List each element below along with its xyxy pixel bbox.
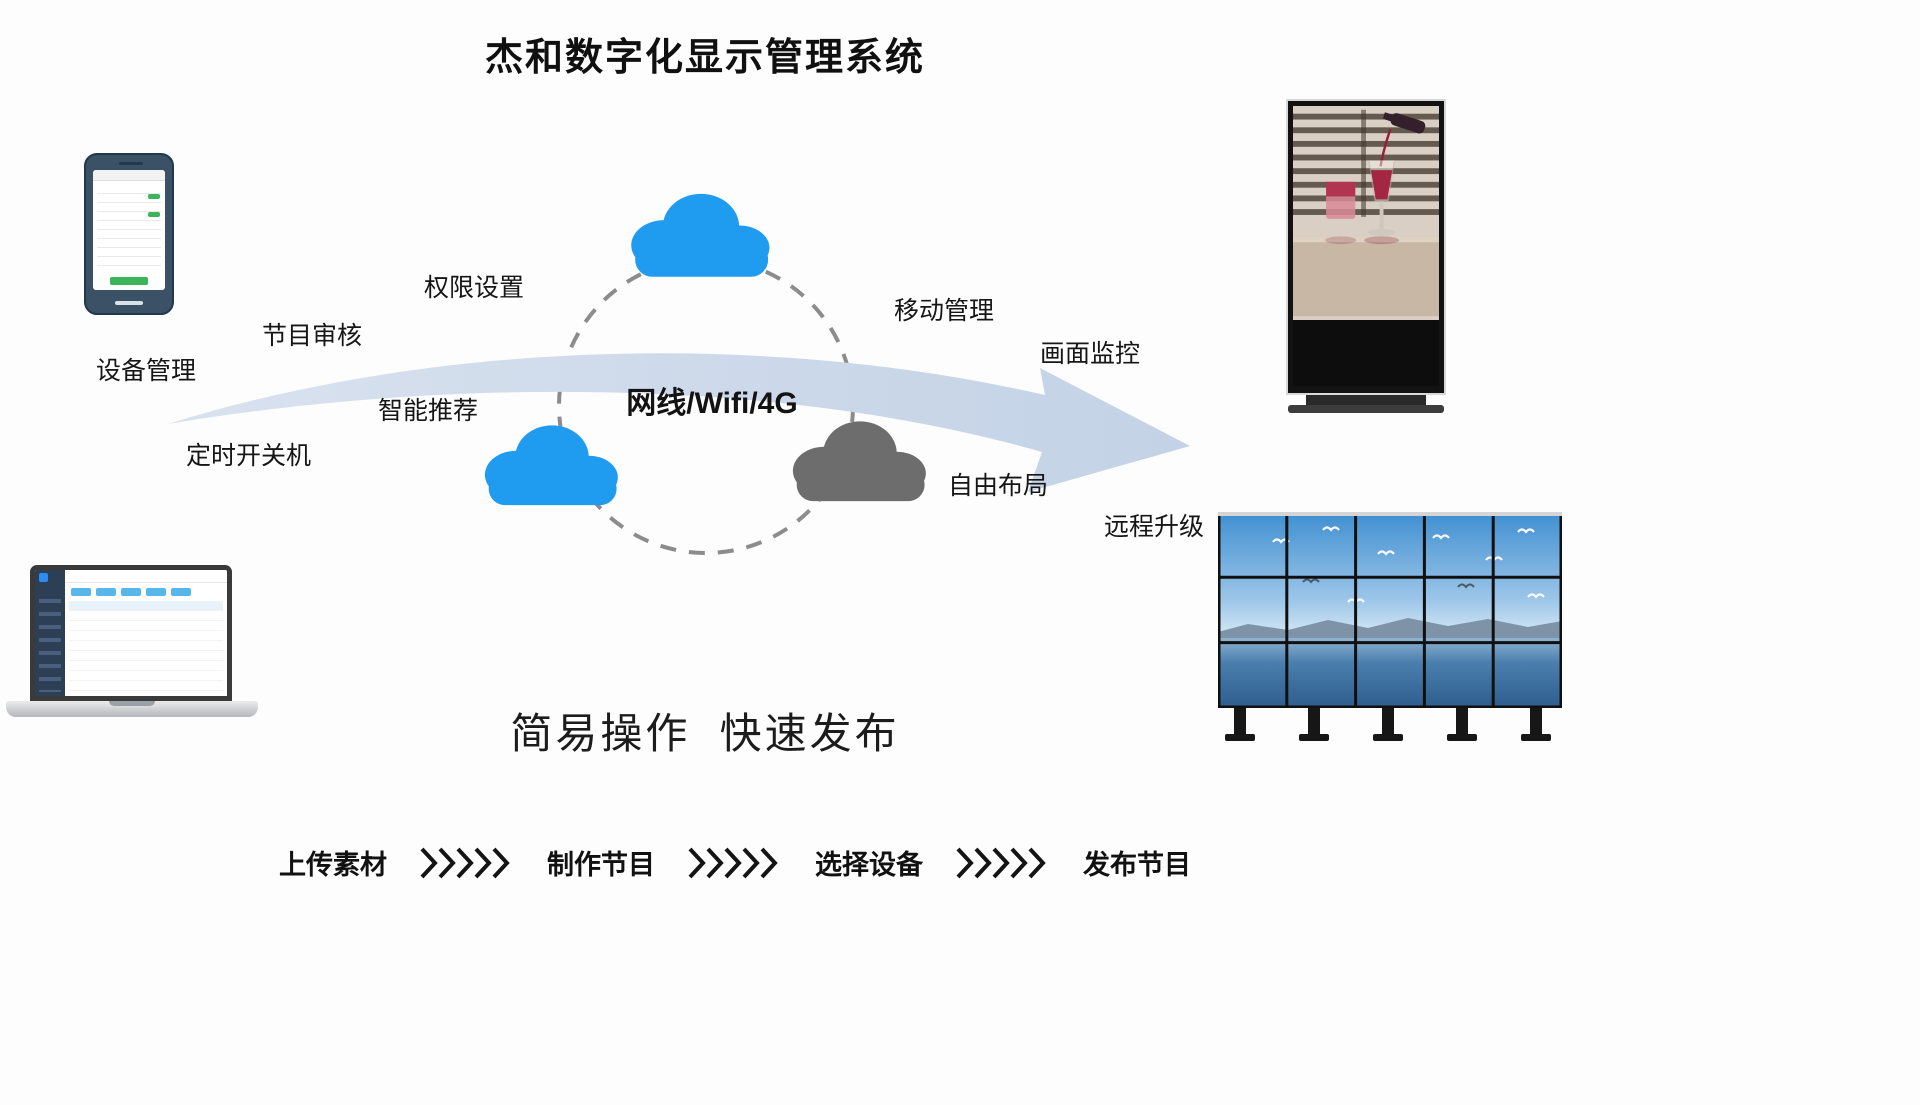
workflow-bar: 上传素材 制作节目 选择设备 发布节目	[150, 843, 1320, 882]
network-type-label: 网线/Wifi/4G	[626, 387, 798, 420]
chevron-arrows-icon	[688, 847, 778, 878]
chevron-arrows-icon	[956, 847, 1046, 878]
laptop-ui-sidebar	[35, 570, 65, 696]
signage-kiosk-illustration	[1286, 99, 1446, 413]
label-mobile-management: 移动管理	[894, 297, 995, 325]
tagline: 简易操作 快速发布	[510, 710, 900, 757]
label-permission-settings: 权限设置	[424, 274, 525, 302]
label-free-layout: 自由布局	[948, 472, 1049, 500]
laptop-ui-topbar	[65, 570, 227, 583]
page-title: 杰和数字化显示管理系统	[484, 37, 925, 79]
cloud-top-icon	[631, 193, 770, 277]
workflow-step-select: 选择设备	[815, 850, 923, 880]
kiosk-lower-panel	[1293, 320, 1439, 386]
kiosk-foot	[1288, 405, 1444, 413]
video-wall-screen	[1218, 512, 1562, 708]
workflow-step-create: 制作节目	[547, 850, 655, 880]
label-remote-upgrade: 远程升级	[1104, 513, 1205, 541]
cloud-right-icon	[792, 421, 926, 502]
label-program-review: 节目审核	[262, 322, 363, 350]
chevron-arrows-icon	[420, 847, 510, 878]
workflow-step-publish: 发布节目	[1083, 850, 1191, 880]
laptop-ui-table	[69, 601, 223, 692]
phone-speaker	[119, 162, 143, 165]
workflow-step-upload: 上传素材	[279, 850, 387, 880]
video-wall-legs	[1218, 708, 1562, 744]
kiosk-frame	[1286, 99, 1446, 395]
label-device-management: 设备管理	[96, 357, 197, 385]
laptop-screen	[30, 565, 232, 701]
video-wall-illustration	[1218, 512, 1562, 708]
label-screen-monitoring: 画面监控	[1040, 340, 1141, 368]
kiosk-stand	[1306, 395, 1426, 405]
kiosk-photo	[1293, 106, 1439, 320]
cloud-left-icon	[484, 425, 618, 506]
laptop-ui-buttons	[71, 588, 191, 596]
laptop-base	[6, 701, 258, 717]
label-smart-recommendation: 智能推荐	[378, 397, 479, 425]
phone-screen	[93, 170, 165, 290]
video-wall-bezels	[1218, 512, 1562, 708]
phone-home-button	[115, 301, 143, 305]
label-scheduled-power: 定时开关机	[186, 442, 312, 470]
smartphone-illustration	[84, 153, 174, 315]
